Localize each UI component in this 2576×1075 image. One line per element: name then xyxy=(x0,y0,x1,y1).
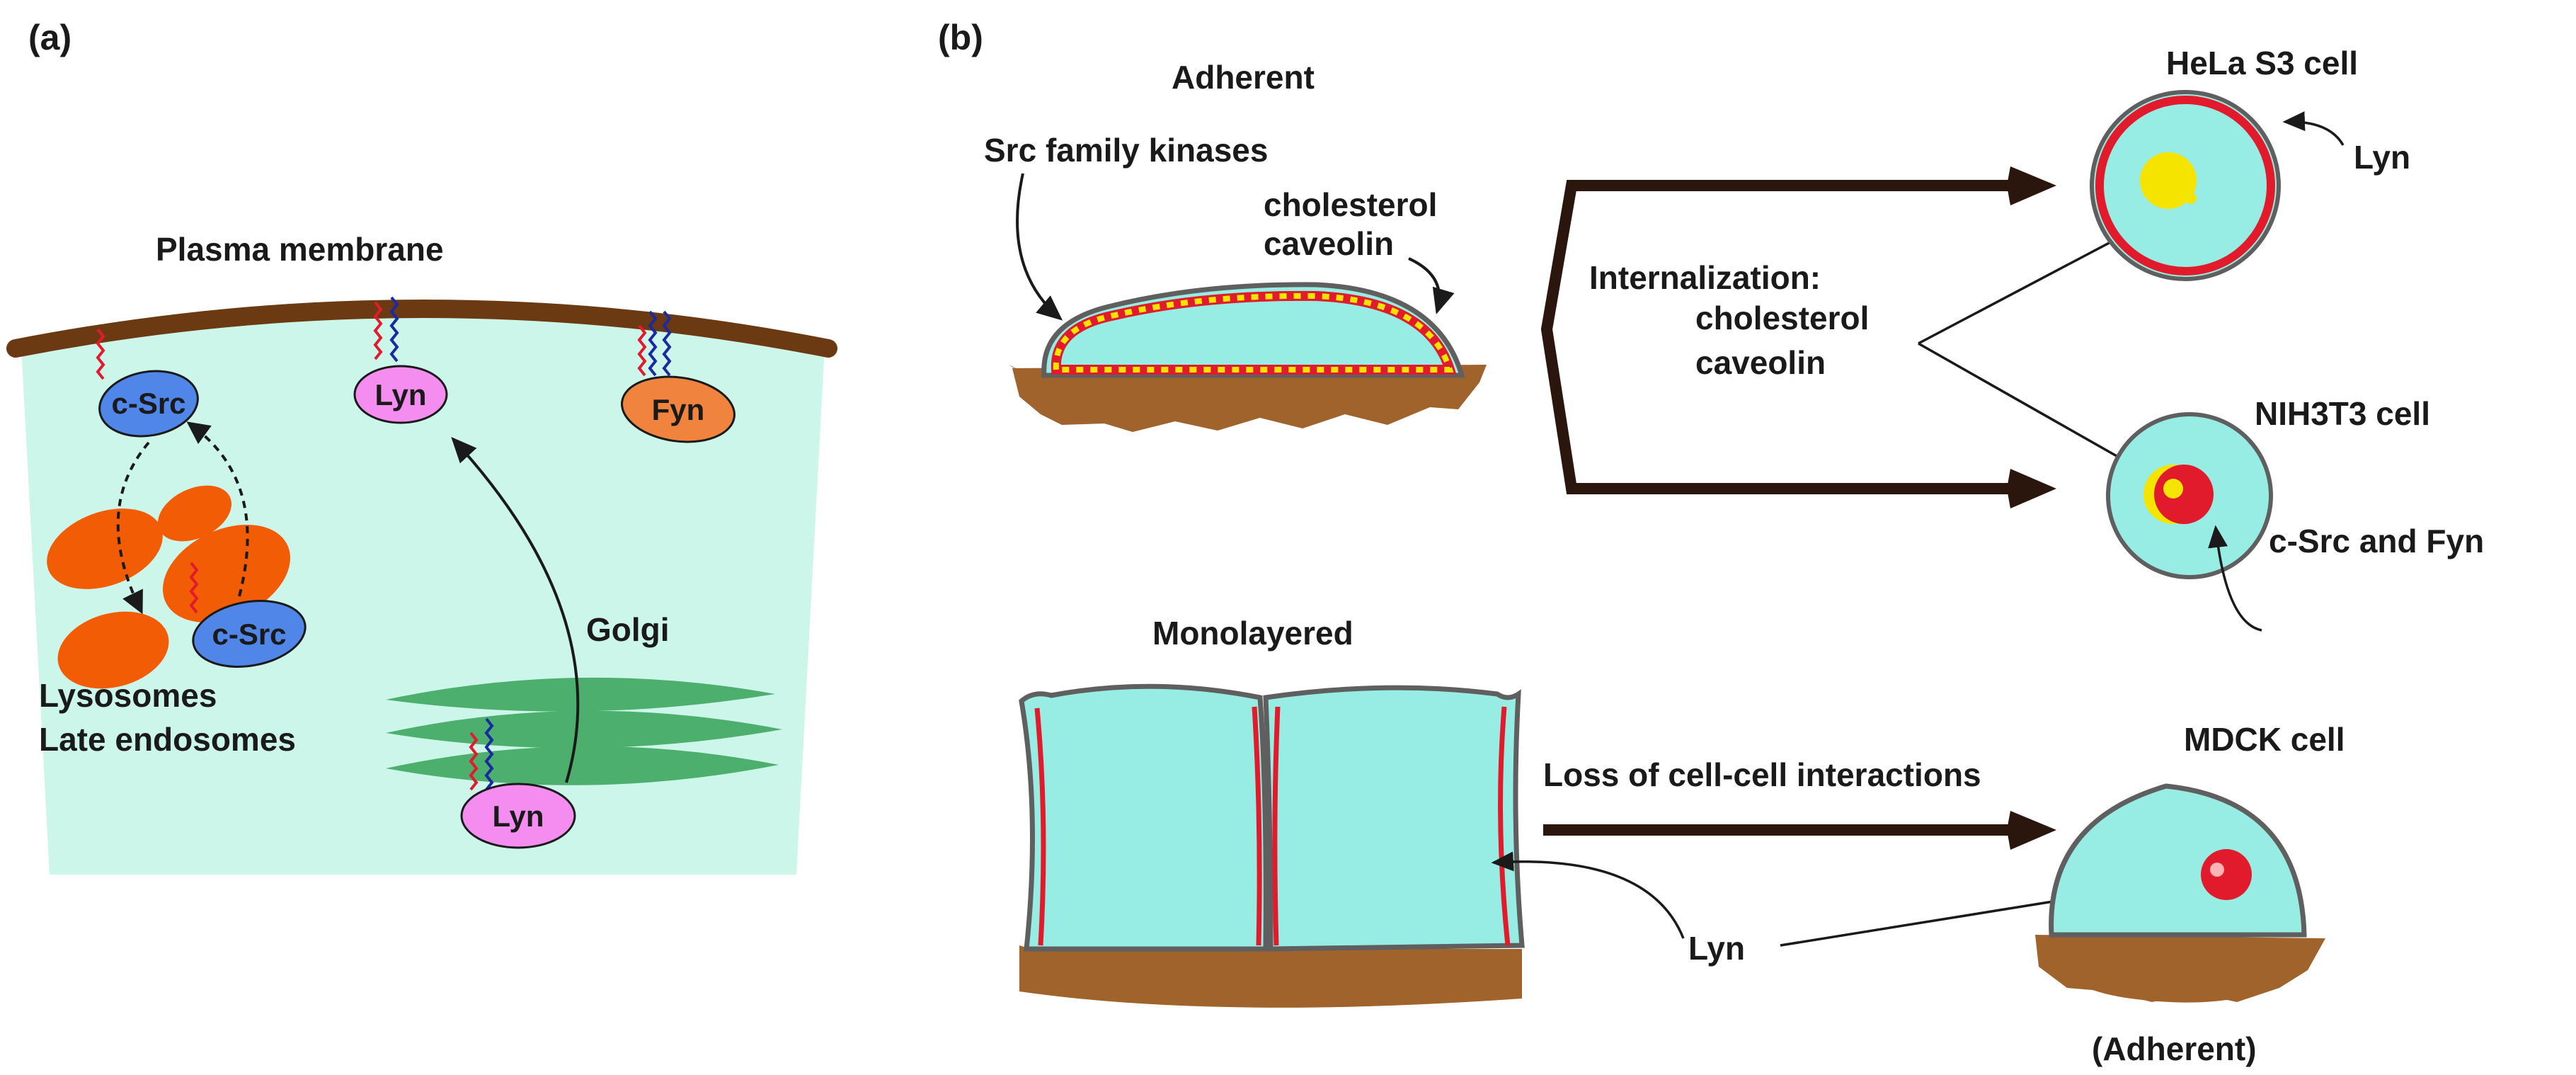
hela-cell xyxy=(2090,90,2281,281)
golgi-cisterna xyxy=(386,746,779,785)
panel-b: (b) Adherent Src family kinases choleste… xyxy=(938,18,2484,1067)
csrc-node xyxy=(98,370,199,438)
golgi-label: Golgi xyxy=(586,611,670,648)
plasma-membrane-label: Plasma membrane xyxy=(156,231,444,268)
late-endosomes-label: Late endosomes xyxy=(39,721,296,758)
internalization-cholesterol: cholesterol xyxy=(1695,300,1869,336)
lateral-membrane-red xyxy=(1034,707,1046,946)
adherent-label: Adherent xyxy=(1172,59,1315,96)
forked-arrow-head-top xyxy=(2007,166,2056,205)
caveolin-pointer xyxy=(1408,257,1455,314)
lyn-mono-pointer xyxy=(1491,851,1685,939)
nih-vesicle-dot xyxy=(2163,479,2183,499)
csrc-node xyxy=(192,600,307,668)
internalization-caveolin: caveolin xyxy=(1695,344,1826,381)
cholesterol-label: cholesterol xyxy=(1264,186,1437,223)
lipid-anchor-red xyxy=(189,562,199,614)
golgi-to-membrane-arrow xyxy=(451,437,580,783)
csrc-to-membrane-arrow xyxy=(186,421,249,597)
monolayer xyxy=(1019,683,1525,1008)
panel-a: (a) Plasma membrane Golgi xyxy=(6,18,837,875)
golgi-cisterna xyxy=(386,710,782,749)
loss-label: Loss of cell-cell interactions xyxy=(1543,756,1981,793)
mdck-substrate-fibers xyxy=(2035,935,2325,1002)
csrc-kinase-top: c-Src xyxy=(98,370,199,438)
monolayer-cell-left xyxy=(1019,683,1269,952)
caveolin-label: caveolin xyxy=(1264,225,1394,262)
csrc-kinase-bottom: c-Src xyxy=(192,600,307,668)
lipid-anchor-blue xyxy=(648,310,658,377)
fyn-label: Fyn xyxy=(652,393,705,426)
internalization-label: Internalization: xyxy=(1589,259,1821,296)
mdck-vesicle-gap xyxy=(2210,863,2224,877)
csrc-top-label: c-Src xyxy=(111,387,185,420)
loss-arrow-head xyxy=(2007,811,2056,850)
fyn-kinase: Fyn xyxy=(621,375,735,443)
lyn-node xyxy=(353,365,448,424)
hela-lyn-pointer xyxy=(2282,111,2345,146)
mdck-cell-body xyxy=(2049,783,2307,938)
csrc-fyn-pointer xyxy=(2208,525,2262,632)
lysosomes-label: Lysosomes xyxy=(39,677,217,714)
golgi xyxy=(386,677,782,785)
nih-cell xyxy=(2106,412,2273,579)
substrate-fibers xyxy=(1012,365,1487,432)
src-family-pointer xyxy=(1016,173,1063,321)
csrc-to-lysosome-arrow xyxy=(116,441,150,615)
lyn-golgi-label: Lyn xyxy=(492,800,544,833)
lysosome xyxy=(57,611,169,689)
lipid-anchor-blue xyxy=(389,296,399,363)
lyn-node xyxy=(460,783,576,849)
adherent-cell xyxy=(1009,282,1487,432)
lipid-anchor-blue xyxy=(662,310,672,377)
adherent-paren-label: (Adherent) xyxy=(2092,1030,2257,1067)
adherent-membrane-caveolae xyxy=(1053,292,1454,372)
forked-arrow-body xyxy=(1540,180,2010,494)
lipid-anchor-red xyxy=(373,301,383,360)
mdck-label: MDCK cell xyxy=(2184,721,2345,758)
hela-vesicle-dot xyxy=(2149,164,2162,176)
lipid-anchor-red xyxy=(96,328,105,380)
lyn-kinase-golgi: Lyn xyxy=(460,783,576,849)
lyn-kinase-top: Lyn xyxy=(353,365,448,424)
lateral-membrane-red xyxy=(1252,706,1262,946)
golgi-cisterna xyxy=(386,677,775,712)
forked-arrow-head-bottom xyxy=(2007,469,2056,508)
monolayer-substrate-fibers xyxy=(1019,949,1522,991)
lysosomes xyxy=(47,485,290,689)
lateral-membrane-red xyxy=(1272,706,1281,946)
internalization-arrows xyxy=(1540,166,2056,508)
monolayered-label: Monolayered xyxy=(1152,615,1353,652)
plasma-membrane xyxy=(6,300,837,358)
panel-b-label: (b) xyxy=(938,18,983,57)
hela-label: HeLa S3 cell xyxy=(2166,45,2358,81)
mdck-red-vesicles xyxy=(2201,849,2252,900)
nih-label: NIH3T3 cell xyxy=(2255,395,2430,432)
lyn-top-label: Lyn xyxy=(374,378,426,411)
csrc-fyn-label: c-Src and Fyn xyxy=(2269,523,2484,559)
nih-red-vesicles xyxy=(2154,465,2214,524)
lysosome xyxy=(47,508,163,589)
lyn-mono-label: Lyn xyxy=(1688,930,1745,967)
mdck-cell xyxy=(2035,783,2325,1003)
lysosome xyxy=(163,524,290,623)
src-family-label: Src family kinases xyxy=(984,132,1268,169)
csrc-bottom-label: c-Src xyxy=(212,618,286,651)
lysosome xyxy=(158,485,231,542)
lipid-anchor-red xyxy=(637,324,647,377)
hela-vesicle-dot xyxy=(2185,193,2197,204)
fyn-node xyxy=(621,375,735,443)
monolayer-substrate xyxy=(1019,945,1522,1008)
monolayer-cell-right xyxy=(1263,685,1525,952)
lipid-anchor-red xyxy=(469,732,479,791)
hela-lyn-label: Lyn xyxy=(2354,139,2410,176)
panel-a-label: (a) xyxy=(28,18,71,57)
hela-membrane-red xyxy=(2095,96,2275,275)
lipid-anchor-blue xyxy=(484,717,494,791)
lateral-membrane-red xyxy=(1498,706,1511,946)
